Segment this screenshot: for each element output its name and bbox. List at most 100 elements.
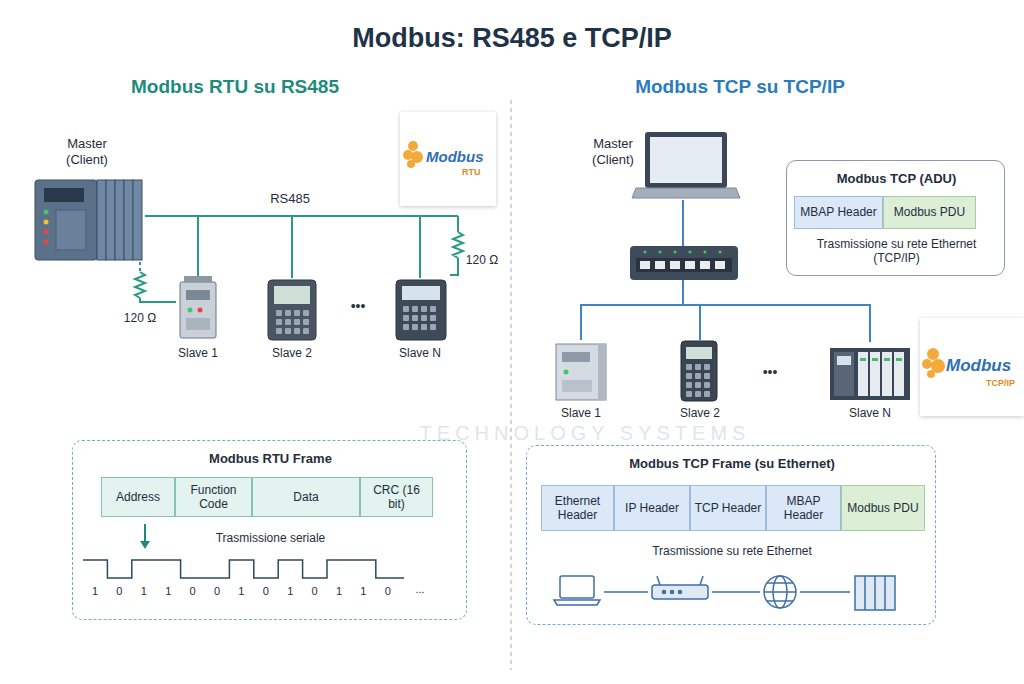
slave-device: Slave 2 [672, 340, 728, 420]
network-icons [554, 576, 895, 610]
frame-field: Function Code [175, 477, 252, 517]
keypad [704, 364, 710, 370]
keypad [276, 310, 309, 334]
bit-value: 0 [185, 585, 201, 598]
slave-device [872, 358, 878, 361]
slave-device: Slave N [392, 278, 448, 362]
plc-master [106, 180, 115, 260]
node-text: Slave 1 [162, 346, 234, 360]
watermark: TECHNOLOGY SYSTEMS [325, 421, 845, 445]
node-text: TCP/IP [986, 378, 1020, 389]
switch-ports [644, 251, 647, 254]
keypad [403, 315, 409, 321]
plc-master [124, 180, 133, 260]
keypad [421, 324, 427, 330]
slave-device [686, 347, 712, 359]
logo-tcp [922, 359, 932, 369]
plc-master [56, 210, 86, 250]
keypad [686, 382, 692, 388]
keypad [704, 382, 710, 388]
logo-rtu [400, 112, 496, 206]
logo-rtu [407, 160, 415, 168]
slave-device [834, 352, 854, 396]
network-icons [554, 600, 600, 605]
keypad [303, 319, 309, 325]
slave-device [860, 358, 866, 361]
keypad [686, 373, 692, 379]
node-text: Slave N [834, 406, 906, 420]
bus-termination [457, 216, 459, 232]
network-icons [712, 591, 760, 593]
node-text: Slave 1 [545, 406, 617, 420]
plc-master [44, 188, 84, 202]
keypad [276, 328, 282, 334]
plc-master [35, 180, 142, 260]
slave-device [268, 280, 316, 340]
keypad [695, 364, 701, 370]
keypad [695, 391, 701, 397]
keypad [430, 324, 436, 330]
slave-device [396, 280, 446, 340]
slave-device [186, 318, 210, 330]
logo-rtu [403, 141, 423, 168]
network-icons [652, 585, 708, 599]
network-icons [700, 576, 703, 585]
switch-ports [670, 261, 680, 269]
keypad [303, 328, 309, 334]
bit-value: 1 [160, 585, 176, 598]
keypad [403, 306, 409, 312]
node-text: Slave 2 [664, 406, 736, 420]
frame-field: MBAP Header [766, 485, 841, 531]
keypad [412, 315, 418, 321]
slave-device [562, 380, 592, 392]
logo-box: ModbusRTU [400, 112, 496, 206]
keypad [294, 328, 300, 334]
slave-device [402, 286, 440, 300]
switch-ports [700, 261, 710, 269]
field-text: Function Code [179, 483, 248, 512]
bus-termination [450, 258, 458, 275]
node-text: Trasmissione su rete Ethernet [527, 544, 937, 558]
slave-device [830, 348, 910, 400]
laptop [632, 132, 740, 198]
bit-value: 1 [233, 585, 249, 598]
bit-value: 0 [209, 585, 225, 598]
field-text: TCP Header [695, 501, 761, 515]
slave-device: Slave N [826, 342, 914, 420]
plc-master [115, 180, 124, 260]
network-connector [145, 216, 420, 278]
logo-tcp [927, 348, 939, 360]
frame-field: CRC (16 bit) [360, 477, 433, 517]
keypad [686, 391, 692, 397]
bit-value: 0 [380, 585, 396, 598]
logo-box: ModbusTCP/IP [920, 318, 1024, 416]
section-heading: Modbus RTU su RS485 [85, 76, 385, 99]
network-icons [874, 576, 876, 610]
switch [630, 246, 738, 280]
bus-termination [140, 298, 176, 302]
master-device: Master (Client) [30, 134, 145, 262]
bus-termination [139, 262, 141, 272]
node-text: Trasmissione su rete Ethernet (TCP/IP) [807, 237, 986, 266]
node-text: Trasmissione seriale [73, 531, 468, 545]
keypad [276, 310, 282, 316]
serial-arrow [140, 541, 150, 549]
switch-ports [640, 251, 725, 270]
bit-value: 1 [136, 585, 152, 598]
node-text: Slave N [384, 346, 456, 360]
bit-value: 0 [307, 585, 323, 598]
slave-device [564, 370, 569, 375]
network-icons [767, 583, 793, 601]
slave-device: Slave 2 [262, 278, 322, 362]
network-icons [855, 576, 895, 610]
plc-master [35, 180, 97, 260]
laptop [632, 188, 740, 198]
keypad [276, 319, 282, 325]
slave-device [882, 352, 892, 396]
switch-ports [689, 251, 692, 254]
slave-device [180, 276, 216, 338]
logo-tcp [927, 370, 935, 378]
field-text: MBAP Header [770, 494, 837, 523]
resistor-value: 120 Ω [464, 253, 500, 267]
